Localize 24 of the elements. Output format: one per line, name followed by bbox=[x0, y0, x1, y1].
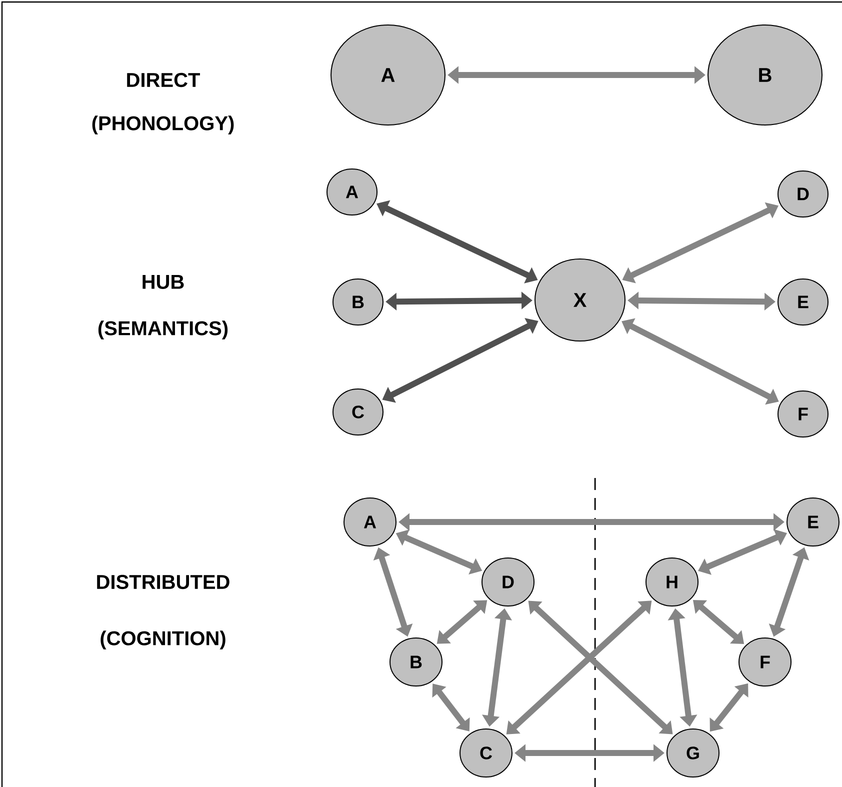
circle-node: E bbox=[786, 498, 840, 546]
section-label: (SEMANTICS) bbox=[98, 320, 228, 340]
circle-node: A bbox=[326, 168, 378, 216]
circle-node: D bbox=[778, 170, 829, 218]
circle-node: C bbox=[332, 388, 384, 436]
circle-node: B bbox=[332, 278, 384, 326]
double-arrow bbox=[432, 684, 470, 732]
circle-node: B bbox=[708, 24, 823, 126]
section-label: HUB bbox=[142, 275, 184, 289]
circle-node: F bbox=[778, 390, 829, 438]
section-label: DIRECT bbox=[127, 72, 200, 88]
circle-node: X bbox=[534, 258, 626, 342]
section-label: (COGNITION) bbox=[100, 630, 226, 650]
circle-node: G bbox=[666, 728, 720, 778]
circle-node: B bbox=[390, 638, 442, 686]
circle-node: A bbox=[344, 498, 396, 546]
circle-node: D bbox=[482, 558, 534, 606]
circle-node: H bbox=[646, 558, 698, 606]
section-label: DISTRIBUTED bbox=[97, 574, 230, 590]
circle-node: F bbox=[738, 638, 792, 686]
circle-node: E bbox=[778, 278, 829, 326]
section-label: (PHONOLOGY) bbox=[92, 116, 234, 134]
circle-node: C bbox=[460, 728, 512, 778]
circle-node: A bbox=[330, 24, 446, 126]
